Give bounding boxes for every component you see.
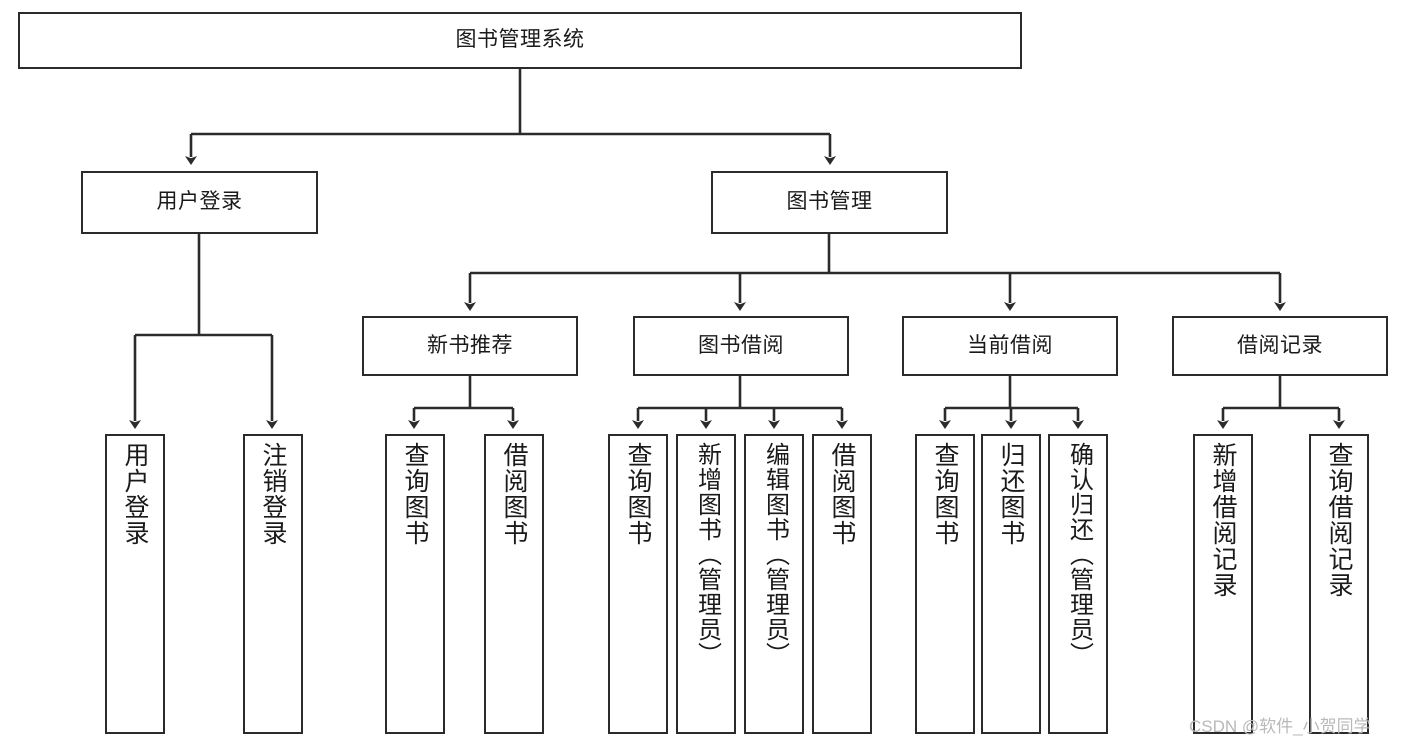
node-user-login[interactable]: 用户登录 (81, 171, 318, 234)
node-label: 用户登录 (121, 442, 149, 546)
node-label: 新增借阅记录 (1209, 442, 1237, 598)
node-label: 借阅记录 (1237, 333, 1323, 357)
node-label: 新增图书（管理员） (693, 442, 721, 667)
node-new-book-recommend[interactable]: 新书推荐 (362, 316, 578, 376)
node-label: 图书管理系统 (455, 28, 585, 52)
node-leaf-query-book-borrow[interactable]: 查询图书 (608, 434, 668, 734)
node-label: 借阅图书 (828, 442, 856, 546)
node-leaf-edit-book-admin[interactable]: 编辑图书（管理员） (744, 434, 804, 734)
node-label: 借阅图书 (500, 442, 528, 546)
node-book-management[interactable]: 图书管理 (711, 171, 948, 234)
node-leaf-return-book[interactable]: 归还图书 (981, 434, 1041, 734)
node-label: 确认归还（管理员） (1065, 442, 1093, 667)
node-book-borrow[interactable]: 图书借阅 (633, 316, 849, 376)
node-label: 查询借阅记录 (1325, 442, 1353, 598)
node-label: 查询图书 (401, 442, 429, 546)
node-root-book-management-system[interactable]: 图书管理系统 (18, 12, 1022, 69)
node-label: 图书借阅 (698, 333, 784, 357)
node-leaf-borrow-book-new[interactable]: 借阅图书 (484, 434, 544, 734)
node-current-borrow[interactable]: 当前借阅 (902, 316, 1118, 376)
node-leaf-logout[interactable]: 注销登录 (243, 434, 303, 734)
node-label: 查询图书 (931, 442, 959, 546)
node-label: 编辑图书（管理员） (761, 442, 789, 667)
node-label: 查询图书 (624, 442, 652, 546)
node-label: 图书管理 (786, 190, 873, 214)
node-leaf-add-book-admin[interactable]: 新增图书（管理员） (676, 434, 736, 734)
node-leaf-confirm-return-admin[interactable]: 确认归还（管理员） (1048, 434, 1108, 734)
node-label: 新书推荐 (427, 333, 513, 357)
node-leaf-query-book-new[interactable]: 查询图书 (385, 434, 445, 734)
node-leaf-query-borrow-record[interactable]: 查询借阅记录 (1309, 434, 1369, 734)
node-label: 当前借阅 (967, 333, 1053, 357)
node-leaf-user-login[interactable]: 用户登录 (105, 434, 165, 734)
node-label: 注销登录 (259, 442, 287, 546)
node-label: 用户登录 (156, 190, 243, 214)
watermark: CSDN @软件_小贺同学 (1189, 717, 1371, 736)
node-leaf-borrow-book[interactable]: 借阅图书 (812, 434, 872, 734)
node-label: 归还图书 (997, 442, 1025, 546)
node-borrow-record[interactable]: 借阅记录 (1172, 316, 1388, 376)
node-leaf-add-borrow-record[interactable]: 新增借阅记录 (1193, 434, 1253, 734)
node-leaf-query-book-current[interactable]: 查询图书 (915, 434, 975, 734)
